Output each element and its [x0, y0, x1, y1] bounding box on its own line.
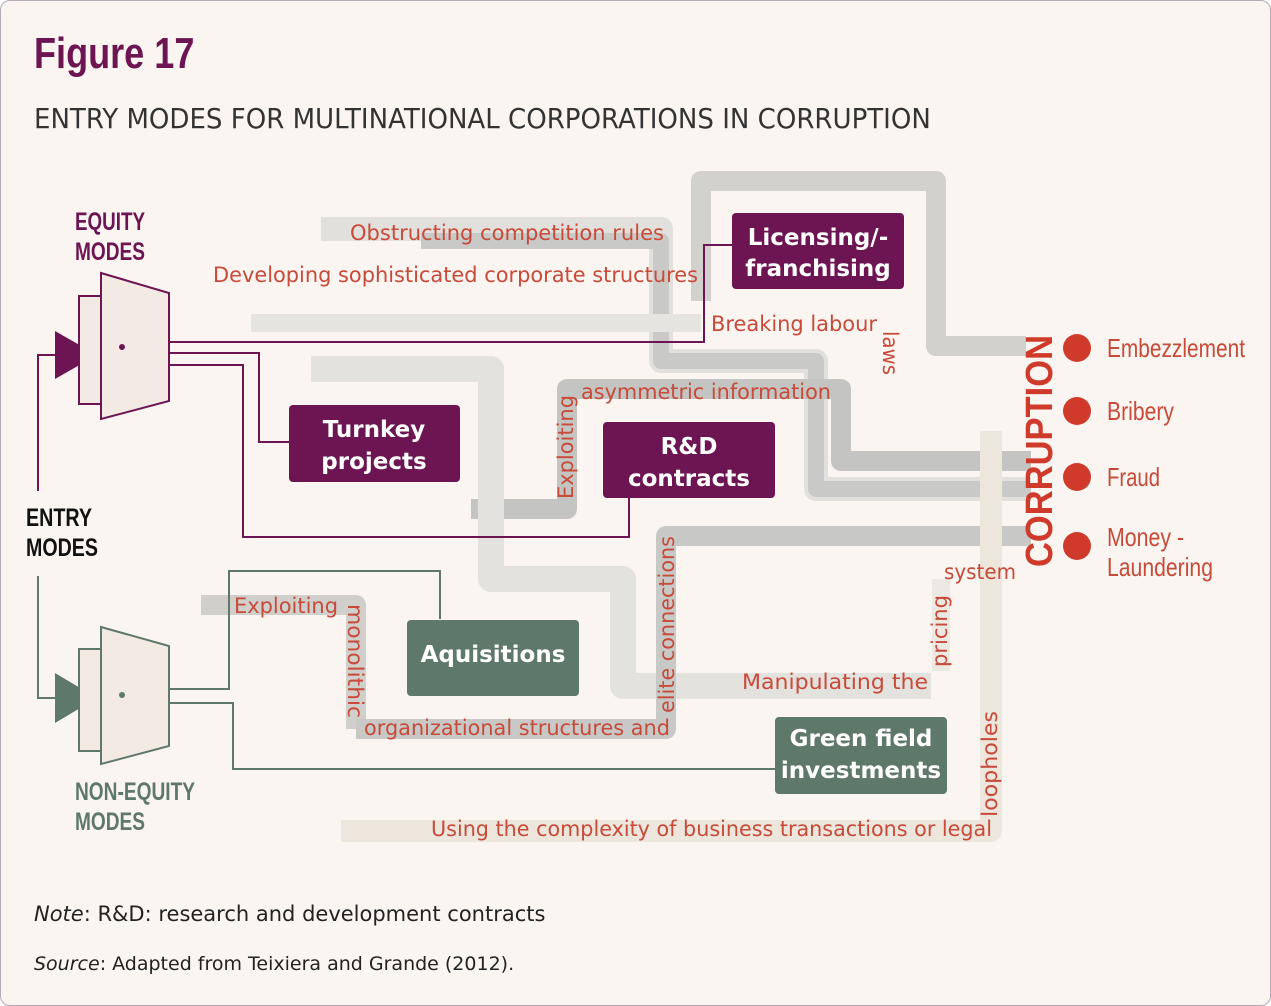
outcome-money-laundering-line1: Money -	[1107, 522, 1184, 552]
figure-note: Note: R&D: research and development cont…	[34, 902, 545, 926]
turnkey-box: Turnkey projects	[289, 405, 460, 482]
path-labels: Obstructing competition rules Developing…	[213, 221, 1016, 841]
outcome-money-laundering: Money - Laundering	[1063, 522, 1213, 582]
label-laws: laws	[878, 331, 902, 375]
equity-modes-label-line2: MODES	[75, 238, 145, 266]
rnd-box-line2: contracts	[628, 466, 750, 492]
entry-modes-label-line2: MODES	[26, 534, 98, 562]
label-asymmetric: asymmetric information	[581, 380, 831, 404]
label-pricing: pricing	[928, 595, 952, 667]
aquisitions-box-label: Aquisitions	[421, 642, 566, 668]
outcome-bribery-label: Bribery	[1107, 396, 1174, 426]
outcome-bullet-icon	[1063, 463, 1091, 491]
path-bands	[201, 171, 1031, 842]
outcomes-list: Embezzlement Bribery Fraud Money - Laund…	[1063, 333, 1246, 582]
outcome-fraud: Fraud	[1063, 462, 1160, 492]
figure-title: Figure 17	[34, 29, 195, 78]
figure-subtitle: ENTRY MODES FOR MULTINATIONAL CORPORATIO…	[34, 102, 931, 135]
band-organizational	[356, 526, 1031, 739]
licensing-box-line1: Licensing/-	[748, 225, 889, 251]
source-label: Source	[34, 953, 100, 975]
label-developing: Developing sophisticated corporate struc…	[213, 263, 698, 287]
label-manipulating: Manipulating the	[742, 670, 928, 694]
label-obstructing: Obstructing competition rules	[350, 221, 664, 245]
non-equity-modes-label: NON-EQUITY MODES	[75, 778, 195, 836]
label-organizational: organizational structures and	[364, 716, 670, 740]
aquisitions-box: Aquisitions	[407, 620, 579, 696]
outcome-embezzlement: Embezzlement	[1063, 333, 1246, 363]
label-breaking: Breaking labour	[711, 312, 877, 336]
line-nonequity-greenfield	[169, 702, 775, 770]
label-system: system	[944, 560, 1016, 584]
label-monolithic: monolithic	[343, 604, 367, 718]
outcome-fraud-label: Fraud	[1107, 462, 1160, 492]
entry-modes-label: ENTRY MODES	[26, 504, 98, 562]
non-equity-arrow-icon	[55, 673, 97, 723]
line-equity-rnd	[169, 364, 630, 538]
outcome-bullet-icon	[1063, 397, 1091, 425]
greenfield-box-line2: investments	[781, 758, 941, 784]
figure-source: Source: Adapted from Teixiera and Grande…	[34, 953, 514, 975]
turnkey-box-line2: projects	[321, 449, 426, 475]
entry-modes-label-line1: ENTRY	[26, 504, 92, 532]
equity-arrow-icon	[55, 331, 97, 379]
equity-modes-icon	[55, 271, 170, 421]
source-text: : Adapted from Teixiera and Grande (2012…	[99, 953, 515, 975]
band-asymmetric	[471, 379, 1031, 519]
note-text: : R&D: research and development contract…	[83, 902, 546, 926]
label-using-complexity: Using the complexity of business transac…	[431, 817, 992, 841]
non-equity-modes-icon	[55, 625, 170, 766]
line-entry-vertical	[37, 354, 61, 491]
band-loopholes	[341, 431, 1002, 842]
rnd-box-line1: R&D	[661, 434, 718, 460]
greenfield-box-line1: Green field	[790, 726, 933, 752]
label-elite-connections: elite connections	[655, 536, 679, 713]
outcome-money-laundering-line2: Laundering	[1107, 552, 1213, 582]
band-top-loop	[691, 171, 1026, 356]
note-label: Note	[34, 902, 84, 926]
line-nonequity-aquisitions	[169, 570, 441, 690]
line-equity-turnkey	[169, 352, 290, 443]
licensing-box-line2: franchising	[745, 256, 891, 282]
connector-lines	[37, 244, 775, 770]
greenfield-box: Green field investments	[775, 717, 947, 794]
label-exploiting-asymmetric: Exploiting	[554, 395, 578, 499]
outcome-embezzlement-label: Embezzlement	[1107, 333, 1246, 363]
line-entry-to-nonequity	[37, 576, 61, 699]
equity-modes-label: EQUITY MODES	[75, 208, 145, 266]
band-elite	[201, 595, 366, 729]
turnkey-box-line1: Turnkey	[323, 417, 426, 443]
non-equity-modes-label-line1: NON-EQUITY	[75, 778, 195, 806]
label-loopholes: loopholes	[978, 711, 1002, 817]
corruption-label: CORRUPTION	[1019, 335, 1061, 567]
non-equity-modes-label-line2: MODES	[75, 808, 145, 836]
line-equity-licensing	[169, 244, 732, 343]
licensing-box: Licensing/- franchising	[732, 213, 904, 289]
outcome-bullet-icon	[1063, 532, 1091, 560]
band-upper-core	[421, 233, 1031, 497]
outcome-bribery: Bribery	[1063, 396, 1174, 426]
outcome-bullet-icon	[1063, 334, 1091, 362]
rnd-box: R&D contracts	[603, 422, 775, 498]
equity-modes-label-line1: EQUITY	[75, 208, 145, 236]
label-exploiting-monolithic: Exploiting	[234, 594, 338, 618]
